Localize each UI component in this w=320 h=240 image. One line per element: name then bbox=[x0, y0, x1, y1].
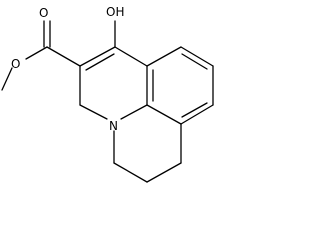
nitrogen-label: N bbox=[109, 119, 118, 133]
bond-n-c3a bbox=[120, 104, 148, 120]
bond-benzene-inner-1 bbox=[181, 53, 208, 70]
bond-c2-c3 bbox=[146, 162, 182, 183]
hydroxyl-label: OH bbox=[106, 5, 124, 19]
bond-benzene-4 bbox=[180, 104, 214, 125]
bond-c9-c10-double-inner bbox=[85, 53, 115, 71]
bond-c10-carbonyl bbox=[46, 46, 81, 67]
bond-c1-c2 bbox=[113, 162, 148, 183]
ester-oxygen-label: O bbox=[11, 57, 20, 71]
chemical-structure-diagram: OH O O N bbox=[1, 5, 214, 183]
bond-c-ester-o bbox=[25, 46, 48, 60]
bond-benzene-2 bbox=[180, 46, 214, 67]
bond-c8a-c9 bbox=[114, 46, 148, 67]
bond-benzene-5 bbox=[146, 104, 182, 125]
carbonyl-oxygen-label: O bbox=[39, 6, 48, 20]
bond-benzene-1 bbox=[146, 46, 182, 67]
molecule-svg: OH O O N bbox=[1, 5, 214, 183]
bond-benzene-inner-2 bbox=[181, 102, 208, 118]
bond-ester-o-methyl bbox=[1, 67, 13, 91]
bond-ch2-n bbox=[79, 104, 108, 120]
bond-c9-c10-double bbox=[79, 46, 116, 67]
